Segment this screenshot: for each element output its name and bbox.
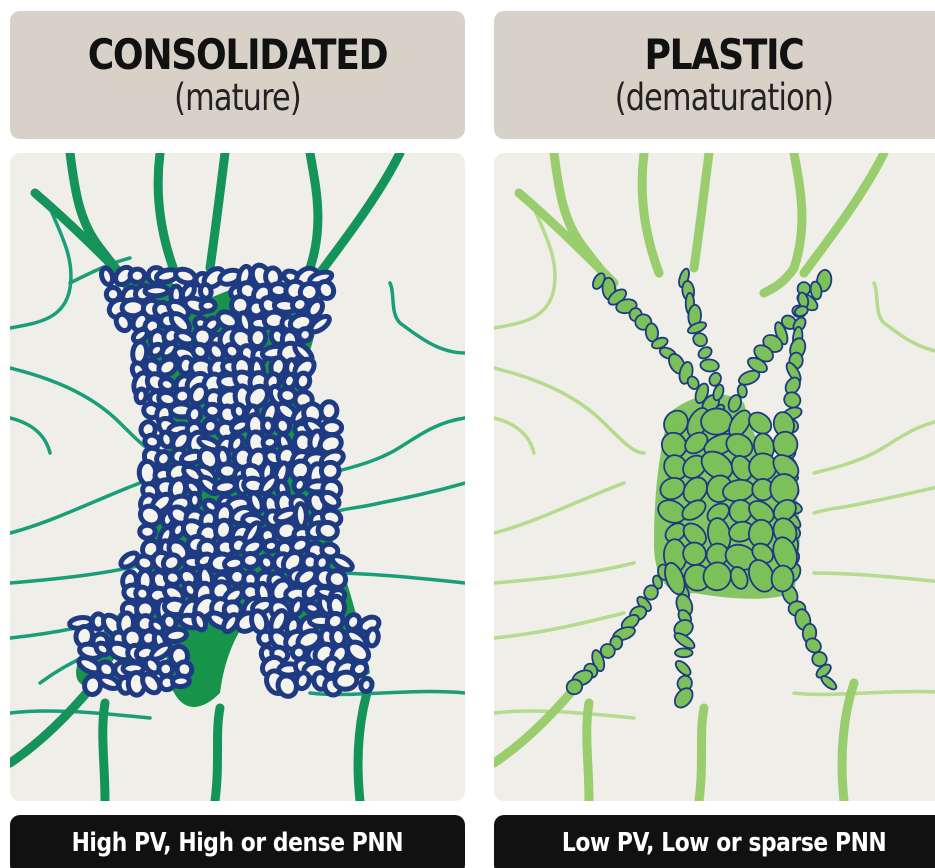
panel-caption-box: High PV, High or dense PNN [10,815,465,868]
pnn-cell [201,300,216,312]
pnn-cell [295,503,307,527]
pnn-cell [232,403,246,419]
panel-header: PLASTIC (dematuration) [494,11,935,139]
pnn-cell [145,285,168,296]
panel-caption: High PV, High or dense PNN [72,828,404,858]
pnn-cell [321,462,340,480]
pnn-cell [262,418,274,432]
pnn-cell [701,408,733,435]
pnn-cell [199,284,212,299]
panel-consolidated: CONSOLIDATED (mature) [10,0,480,868]
panel-subtitle: (mature) [51,77,424,119]
pnn-cell [366,628,379,646]
neuron-diagram [10,153,465,801]
pnn-cell [165,628,187,643]
pnn-cell [296,326,313,343]
pnn-cell [262,435,278,449]
pnn-cell [673,658,693,678]
panel-title: PLASTIC [526,33,922,77]
pnn-cell [675,648,693,657]
neuron-illustration [10,153,465,801]
pnn-cell [671,685,696,711]
pnn-cell [819,674,838,692]
panel-caption-box: Low PV, Low or sparse PNN [494,815,935,868]
panel-subtitle: (dematuration) [535,77,912,119]
pnn-cell [172,676,189,687]
pnn-cell [334,671,358,690]
pnn-cell [316,520,339,541]
pnn-cell [242,553,259,568]
panel-plastic: PLASTIC (dematuration) [494,0,935,868]
pnn-cell [100,267,115,286]
pnn-cell [135,388,147,403]
neuron-illustration [494,153,935,801]
pnn-cell [130,269,145,282]
pnn-cell [214,479,237,495]
neuron-diagram [494,153,935,801]
pnn-cell [696,345,713,361]
pnn-cell [295,372,311,390]
pnn-cell [360,677,374,692]
pnn-cell [140,525,156,539]
panel-caption: Low PV, Low or sparse PNN [562,828,886,858]
panel-header: CONSOLIDATED (mature) [10,11,465,139]
pnn-cell [190,493,200,507]
pnn-cell [320,401,337,420]
pnn-cell [174,267,197,286]
panel-title: CONSOLIDATED [42,33,433,77]
perineuronal-net [69,263,381,699]
pnn-cell [700,359,719,373]
